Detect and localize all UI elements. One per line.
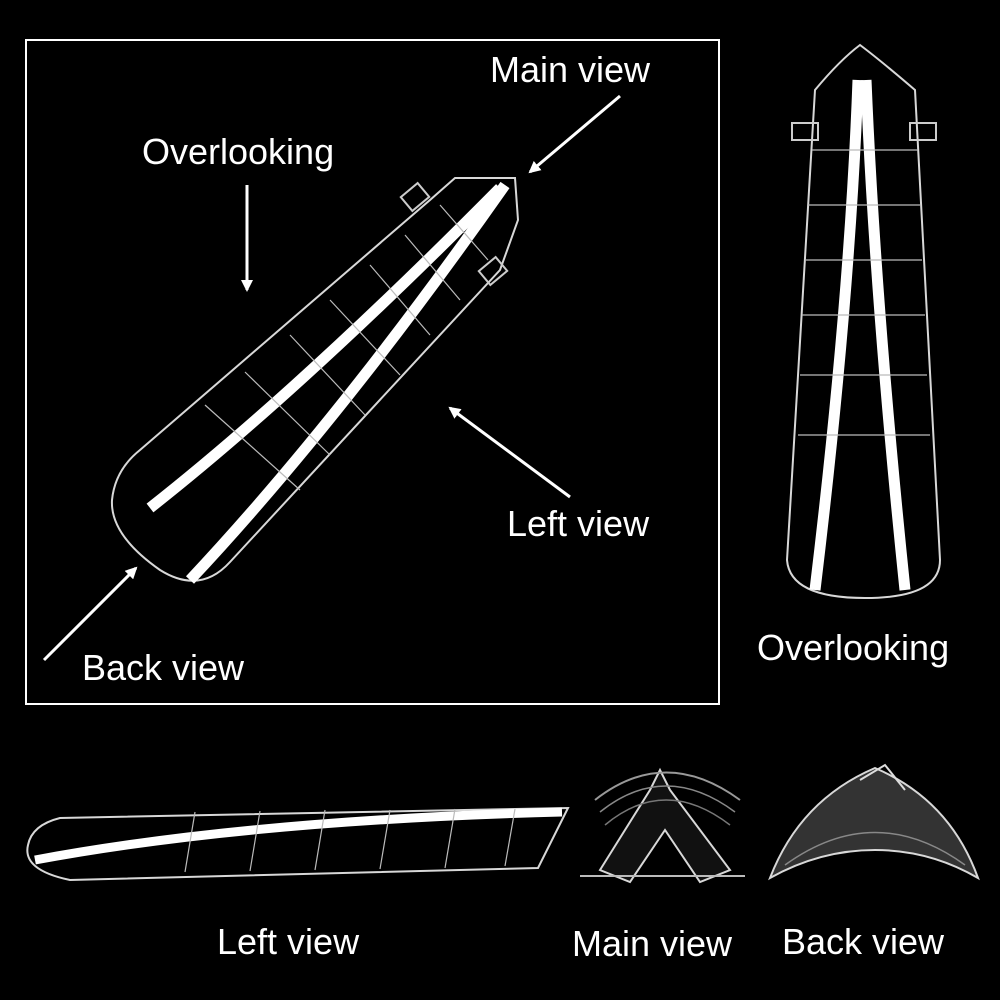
back-view-bottom-label: Back view (782, 921, 945, 962)
nail-tip-back-view (768, 763, 980, 881)
nail-tip-diagonal (110, 177, 520, 584)
main-view-bottom-label: Main view (572, 923, 733, 964)
nail-tip-overlooking (785, 43, 942, 600)
inset-frame (25, 39, 720, 705)
nail-tip-left-view (26, 806, 570, 882)
nail-tip-main-view (580, 767, 745, 884)
overlooking-right-label: Overlooking (757, 627, 950, 668)
overlooking-inset-label: Overlooking (142, 131, 335, 172)
left-view-bottom-label: Left view (217, 921, 360, 962)
main-view-inset-label: Main view (490, 49, 651, 90)
arrow-left-view (448, 406, 571, 499)
back-view-inset-label: Back view (82, 647, 245, 688)
left-view-inset-label: Left view (507, 503, 650, 544)
arrow-main-view (528, 94, 621, 174)
arrow-back-view (42, 566, 138, 662)
